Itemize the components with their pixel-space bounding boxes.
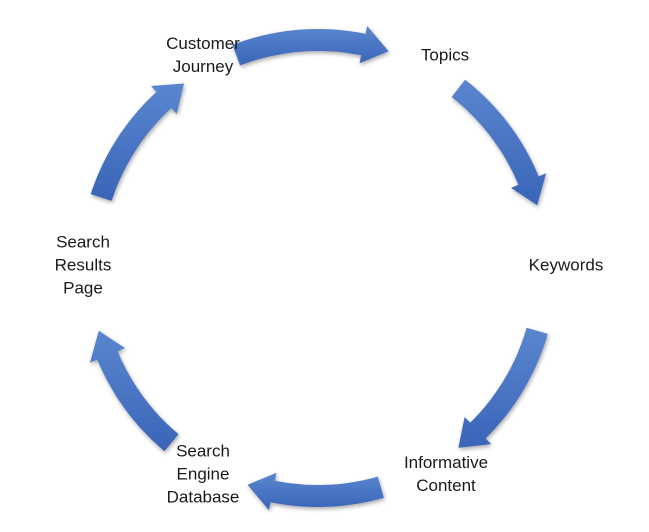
arrow-search-results-page-to-customer-journey [90,83,184,201]
node-label-keywords: Keywords [529,254,604,277]
node-label-topics: Topics [421,44,469,67]
node-label-line: Search [56,232,110,252]
node-label-line: Database [166,487,240,507]
node-label-line: Journey [172,57,234,76]
arrow-search-engine-database-to-search-results-page [89,330,179,452]
arrow-informative-content-to-search-engine-database [247,472,384,511]
node-label-line: Informative [403,453,489,472]
node-label-line: Results [54,255,112,275]
node-label-line: Customer [166,34,240,53]
node-label-line: Topics [420,45,470,65]
node-label-line: Engine [176,464,230,484]
node-label-line: Content [416,476,476,495]
node-label-line: Search [176,441,230,461]
node-label-line: Page [63,278,103,298]
arrow-topics-to-keywords [451,79,547,206]
node-label-line: Keywords [528,255,604,275]
arrow-customer-journey-to-topics [232,25,389,66]
arrow-keywords-to-informative-content [458,327,548,448]
